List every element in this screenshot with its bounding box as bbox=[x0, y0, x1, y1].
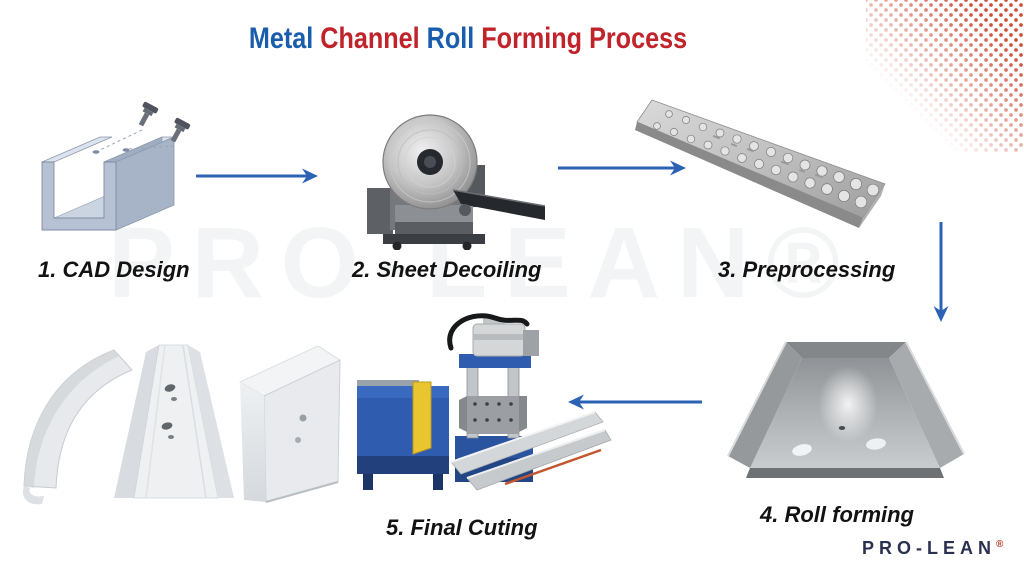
step1-label: 1. CAD Design bbox=[38, 257, 190, 282]
cutting-machine-illustration bbox=[357, 313, 612, 491]
title-word-metal: Metal bbox=[248, 22, 321, 55]
title-word-roll: Roll bbox=[426, 22, 482, 55]
slot-marks bbox=[712, 135, 824, 179]
step2-sheet-decoiler-image bbox=[335, 110, 550, 250]
arrow-step2-to-step3 bbox=[558, 160, 686, 176]
channel-profiles-illustration bbox=[22, 344, 341, 505]
hydraulic-cylinder bbox=[447, 313, 539, 357]
registered-trademark-icon: ® bbox=[996, 539, 1004, 550]
formed-channel-profiles-image bbox=[18, 336, 353, 508]
hat-strip-profile bbox=[114, 344, 234, 499]
output-channels bbox=[450, 411, 612, 491]
hydraulic-hose bbox=[447, 313, 530, 351]
step5-cutting-machine-image bbox=[355, 308, 613, 508]
step3-label: 3. Preprocessing bbox=[718, 257, 896, 282]
steel-coil bbox=[382, 114, 478, 210]
fastener-screws bbox=[97, 101, 191, 152]
u-channel-illustration bbox=[727, 341, 965, 478]
step2-label: 2. Sheet Decoiling bbox=[352, 257, 542, 282]
sheet-feed-table bbox=[452, 189, 546, 220]
step4-label: 4. Roll forming bbox=[760, 502, 914, 527]
brand-logo: PRO-LEAN® bbox=[862, 538, 1003, 559]
brand-logo-text: PRO-LEAN bbox=[862, 538, 996, 558]
punched-strip-illustration bbox=[635, 99, 886, 228]
arrow-step3-to-step4 bbox=[933, 222, 949, 322]
decoiler-machine-illustration bbox=[367, 114, 546, 250]
step1-cad-design-image bbox=[30, 92, 205, 247]
title-words-forming-process: Forming Process bbox=[481, 22, 688, 55]
channel-body bbox=[727, 341, 965, 478]
step5-label: 5. Final Cuting bbox=[386, 515, 538, 540]
cad-channel-model-illustration bbox=[41, 101, 191, 231]
left-machine-body bbox=[357, 380, 449, 490]
step3-preprocessed-strip-image bbox=[635, 92, 895, 237]
box-channel-profile bbox=[239, 345, 341, 503]
arrow-step1-to-step2 bbox=[196, 168, 318, 184]
channel-holes bbox=[792, 426, 886, 456]
halftone-dots-decoration bbox=[866, 0, 1024, 152]
curved-channel-profile bbox=[22, 349, 133, 505]
title-word-channel: Channel bbox=[320, 22, 427, 55]
page-title: Metal Channel Roll Forming Process bbox=[199, 22, 737, 55]
step4-roll-formed-channel-image bbox=[726, 322, 966, 487]
arrow-step4-to-step5 bbox=[568, 394, 702, 410]
channel-bracket-3d bbox=[41, 136, 175, 231]
